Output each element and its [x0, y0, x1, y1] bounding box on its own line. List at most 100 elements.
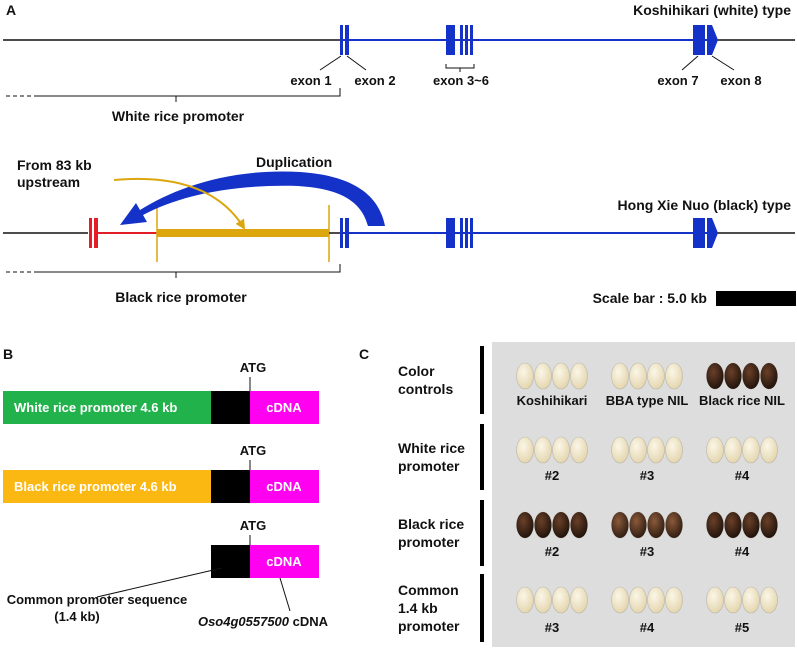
gene-label: Oso4g0557500 cDNA	[198, 614, 329, 629]
atg-label-1: ATG	[240, 360, 266, 375]
panel-a-label: A	[6, 2, 16, 18]
sample-label-3-0: #3	[545, 620, 559, 635]
row-label-3-line-0: Common	[398, 582, 459, 598]
rice-grain	[647, 436, 665, 464]
exon1-label: exon 1	[290, 73, 331, 88]
rice-grain	[706, 511, 724, 539]
sample-label-3-1: #4	[640, 620, 655, 635]
exon7-pointer	[681, 55, 699, 71]
exon2-pointer	[346, 55, 367, 71]
exon36-label: exon 3~6	[433, 73, 489, 88]
red-exon-a	[89, 218, 92, 248]
rice-grain	[534, 436, 552, 464]
sample-label-1-2: #4	[735, 468, 750, 483]
black-exon-5	[465, 218, 468, 248]
row-label-0-line-0: Color	[398, 363, 435, 379]
rice-grain	[760, 586, 778, 614]
grain-group-3-0	[516, 586, 588, 614]
rice-grain	[570, 362, 588, 390]
rice-grain	[760, 362, 778, 390]
scale-bar	[716, 291, 796, 306]
common-construct-cdna-label: cDNA	[266, 554, 302, 569]
sample-label-2-0: #2	[545, 544, 559, 559]
black-exon-4	[460, 218, 463, 248]
atg-label-2: ATG	[240, 443, 266, 458]
rice-grain	[611, 436, 629, 464]
grain-group-2-1	[611, 511, 683, 539]
grain-group-0-0	[516, 362, 588, 390]
rice-grain	[665, 586, 683, 614]
grain-group-3-2	[706, 586, 778, 614]
common-construct-common	[211, 545, 250, 578]
row-label-1-line-0: White rice	[398, 440, 465, 456]
sample-label-0-1: BBA type NIL	[606, 393, 689, 408]
sample-label-0-2: Black rice NIL	[699, 393, 785, 408]
white-exon-4	[460, 25, 463, 55]
white-promoter-label: White rice promoter	[112, 108, 245, 124]
white-exon-2	[345, 25, 349, 55]
black-construct	[3, 470, 319, 503]
rice-grain	[742, 362, 760, 390]
rice-grain	[611, 586, 629, 614]
white-type-track	[3, 25, 795, 55]
rice-grain	[742, 586, 760, 614]
exon7-label: exon 7	[657, 73, 698, 88]
rice-grain	[629, 511, 647, 539]
common-seq-label-1: Common promoter sequence	[7, 592, 188, 607]
duplication-arrow	[120, 171, 385, 226]
common-seq-pointer	[96, 567, 223, 598]
row-label-3-line-2: promoter	[398, 618, 460, 634]
white-construct	[3, 391, 319, 424]
grain-group-1-0	[516, 436, 588, 464]
rice-grain	[629, 436, 647, 464]
rice-grain	[706, 362, 724, 390]
rice-grain	[724, 362, 742, 390]
rice-grain	[611, 511, 629, 539]
grain-group-0-1	[611, 362, 683, 390]
black-exon-7	[693, 218, 705, 248]
black-type-label: Hong Xie Nuo (black) type	[618, 197, 792, 213]
rice-grain	[534, 362, 552, 390]
black-exon-2	[345, 218, 349, 248]
scale-bar-label: Scale bar : 5.0 kb	[593, 290, 707, 306]
rice-grain	[552, 511, 570, 539]
rice-grain	[629, 586, 647, 614]
black-type-track	[3, 205, 795, 262]
rice-grain	[516, 511, 534, 539]
black-exon-3	[446, 218, 455, 248]
grain-group-0-2	[706, 362, 778, 390]
black-exon-1	[340, 218, 343, 248]
sample-label-1-0: #2	[545, 468, 559, 483]
rice-grain	[534, 511, 552, 539]
gene-pointer	[279, 577, 291, 612]
white-bracket-line	[38, 88, 341, 102]
black-construct-label: Black rice promoter 4.6 kb	[14, 479, 177, 494]
panel-b-label: B	[3, 346, 13, 362]
rice-grain	[665, 362, 683, 390]
row-separator-3	[480, 574, 484, 642]
grain-group-1-2	[706, 436, 778, 464]
grain-group-3-1	[611, 586, 683, 614]
common-construct-cdna	[250, 545, 319, 578]
white-exon-5	[465, 25, 468, 55]
rice-grain	[516, 362, 534, 390]
white-exon-1	[340, 25, 343, 55]
atg-label-3: ATG	[240, 518, 266, 533]
exon36-bracket	[445, 64, 475, 72]
row-separator-2	[480, 500, 484, 566]
white-construct-cdna	[250, 391, 319, 424]
rice-grain	[724, 436, 742, 464]
white-construct-promoter	[3, 391, 211, 424]
row-label-2-line-1: promoter	[398, 534, 460, 550]
rice-grain	[706, 436, 724, 464]
exon8-pointer	[711, 55, 735, 71]
rice-grain	[611, 362, 629, 390]
sample-label-2-2: #4	[735, 544, 750, 559]
rice-grain	[516, 586, 534, 614]
rice-grain	[647, 586, 665, 614]
black-construct-cdna	[250, 470, 319, 503]
rice-grain	[552, 362, 570, 390]
rice-grain	[552, 586, 570, 614]
